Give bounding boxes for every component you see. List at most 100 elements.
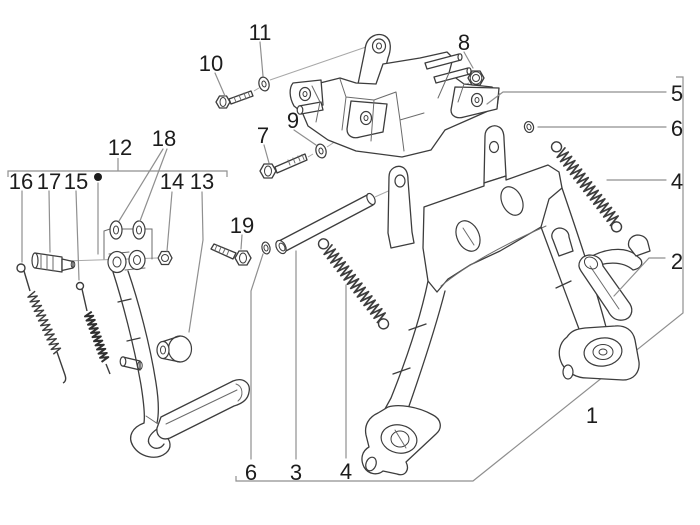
plunger-cap [31, 252, 39, 269]
bolt-19-head [234, 250, 252, 266]
bolt-7-head-face [264, 165, 272, 177]
nut-8-flange [469, 71, 483, 85]
washer-11-outer [258, 76, 270, 92]
side-stand-pedal-tab [156, 379, 250, 440]
callout-4-right: 4 [671, 169, 683, 194]
bolt-7-threads [287, 154, 305, 166]
plunger-ridges [40, 253, 54, 272]
spring-16-coils [27, 290, 62, 355]
right-tab-hole [470, 92, 484, 108]
buffer-tip [156, 340, 170, 360]
pivot-lug-right-bore [133, 255, 141, 265]
callout-6-lower: 6 [245, 460, 257, 485]
callout-5: 5 [671, 81, 683, 106]
callout-14: 14 [160, 169, 184, 194]
stand-crossmember [422, 164, 563, 293]
part-7-bolt [259, 153, 308, 179]
part-11-washer [258, 76, 270, 92]
part-16-outer-spring [16, 263, 67, 384]
spring-16-hook [16, 263, 26, 273]
plunger-body [34, 252, 63, 273]
callout-10: 10 [199, 51, 223, 76]
mid-tab-hole [359, 110, 373, 126]
leader-7 [263, 144, 270, 164]
bolt-10-head-face [219, 97, 227, 107]
nut-14-hex [157, 250, 173, 266]
spring-coils [323, 244, 387, 324]
left-foot-stub [365, 456, 377, 472]
bracket-cast-ridges [311, 72, 465, 152]
stand-right-lug [483, 125, 507, 184]
mid-tab-hole-inner [363, 115, 369, 121]
callout-19: 19 [230, 213, 254, 238]
pin-open-end-bore [278, 242, 286, 252]
callout-3: 3 [290, 460, 302, 485]
mount-strip-outline [103, 228, 153, 260]
stud-end-cap [466, 67, 472, 75]
washer-6-inner [263, 244, 269, 252]
spring-hook-top [317, 238, 330, 250]
part-18-bushing-right [132, 220, 146, 240]
bolt-10-axis-line [253, 46, 367, 92]
pedal-bar-line [589, 265, 620, 310]
bolt-10-shank [228, 90, 254, 105]
callout-labels: 1 2 3 4 4 5 6 6 7 8 9 10 11 12 13 14 15 … [9, 20, 683, 485]
stand-lever-stub-upper [551, 227, 574, 257]
leader-lines [21, 41, 667, 460]
right-foot-stub [562, 364, 574, 380]
callout-7: 7 [257, 123, 269, 148]
callout-17: 17 [37, 169, 61, 194]
leader-19 [240, 234, 243, 250]
callout-9: 9 [287, 108, 299, 133]
callout-1: 1 [586, 403, 598, 428]
bolt-7-head [259, 163, 277, 179]
stand-left-lug [387, 165, 415, 249]
callout-8: 8 [458, 30, 470, 55]
nut-8-bore [472, 74, 480, 82]
pivot-lug-right [128, 249, 146, 271]
washer-11-inner [261, 80, 267, 88]
spring-15-wire [81, 288, 88, 312]
callout-11: 11 [249, 20, 272, 45]
leader-11 [259, 41, 264, 77]
assembly-1-boundary-bracket [235, 76, 684, 482]
washer-6-outer [261, 241, 271, 255]
part-6-washer-lower [261, 241, 271, 255]
part-2-pedal-rubber [578, 254, 633, 321]
leader-6-lower [250, 253, 264, 460]
part-9-washer [315, 143, 327, 159]
crossmember-arch [440, 225, 547, 287]
leader-14 [166, 191, 173, 252]
part-10-bolt [215, 90, 254, 109]
left-tab-hole [298, 86, 312, 102]
crossmember-left-slot [462, 227, 475, 246]
callout-16: 16 [9, 169, 33, 194]
part-4-spring-right [550, 141, 623, 233]
leader-18 [118, 148, 168, 222]
nut-14-bore [161, 254, 169, 262]
callout-4-bottom: 4 [340, 459, 352, 484]
buffer-step-lines [162, 335, 181, 363]
pivot-lug-left [107, 250, 127, 274]
part-17-pivot-plunger [31, 252, 76, 273]
leader-17 [48, 190, 51, 253]
callout-6-upper: 6 [671, 116, 683, 141]
arm-hole-inner [376, 42, 382, 50]
side-stand-leg [112, 270, 160, 424]
spring-coils [556, 147, 620, 227]
arm-hole [371, 38, 387, 54]
right-foot-ring-mid [592, 344, 614, 360]
left-foot-ring-outer [380, 424, 418, 454]
side-stand-foot [129, 422, 171, 458]
pivot-lug-left-bore [112, 256, 122, 268]
washer-6-inner [526, 123, 532, 131]
leader-15 [75, 190, 80, 281]
part-14-nut [157, 250, 173, 266]
bushing-left-bore [113, 225, 119, 235]
part-19-bolt [210, 243, 252, 266]
side-stand-stop-peg [119, 356, 143, 371]
stand-lever-stub-right [627, 234, 651, 257]
part-3-pivot-pin [275, 192, 376, 255]
right-foot-ring-small [598, 348, 608, 356]
